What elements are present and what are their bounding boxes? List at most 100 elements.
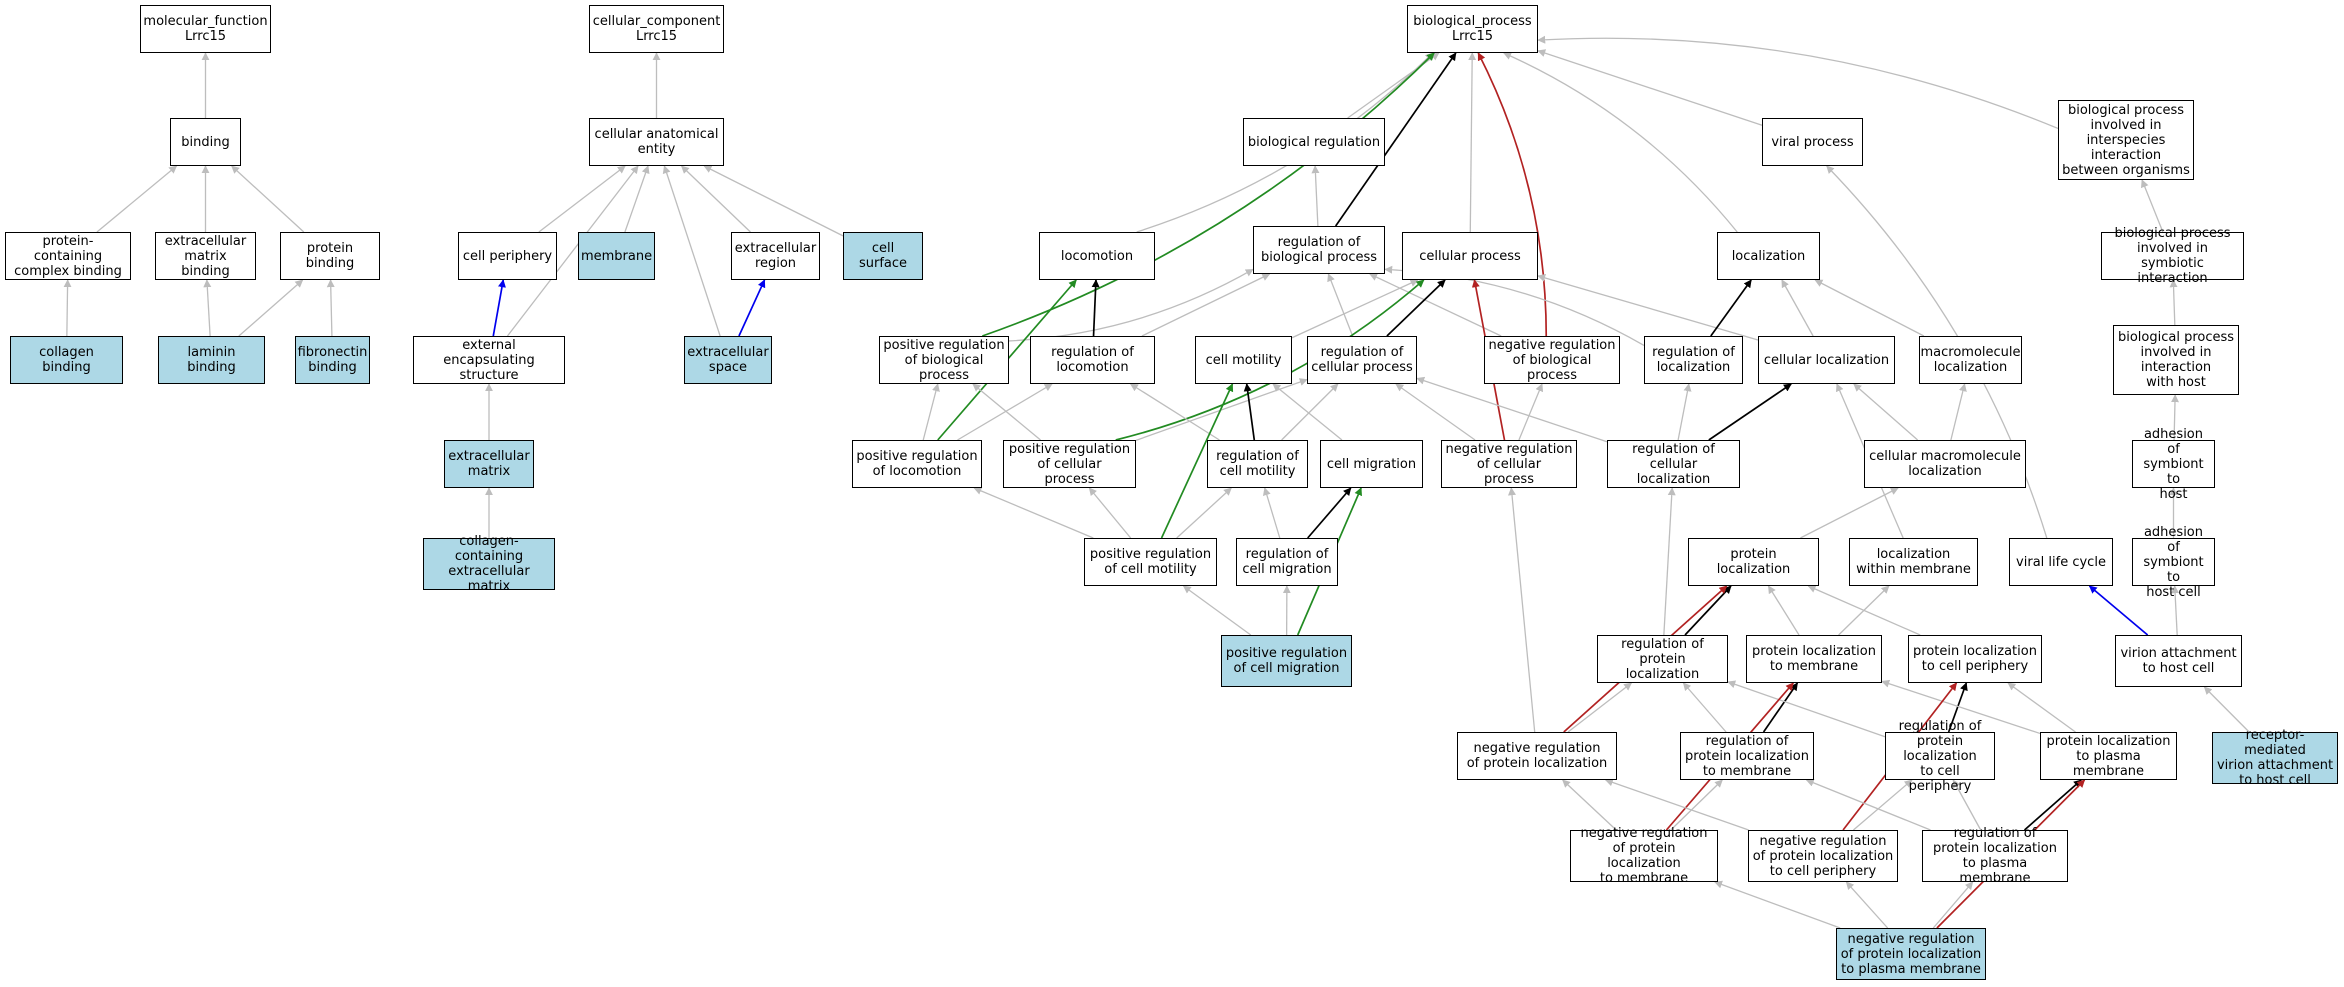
- go-term-rloco[interactable]: regulation of locomotion: [1030, 336, 1155, 384]
- go-term-mmloc[interactable]: macromolecule localization: [1919, 336, 2022, 384]
- go-term-fb[interactable]: fibronectin binding: [295, 336, 370, 384]
- edge-is-a: [1129, 383, 1220, 441]
- go-term-rloc[interactable]: regulation of localization: [1644, 336, 1743, 384]
- edge-is-a: [1805, 778, 1931, 831]
- go-term-cmig[interactable]: cell migration: [1320, 440, 1423, 488]
- edge-part-of: [492, 279, 506, 337]
- edge-is-a: [1881, 679, 2041, 735]
- edge-is-a: [1369, 273, 1502, 337]
- go-term-nrpltcp[interactable]: negative regulation of protein localizat…: [1748, 830, 1898, 882]
- go-term-bpih[interactable]: biological process involved in interacti…: [2113, 325, 2239, 395]
- go-term-vlc[interactable]: viral life cycle: [2009, 538, 2113, 586]
- go-term-vp[interactable]: viral process: [1762, 118, 1863, 166]
- go-term-prbp[interactable]: positive regulation of biological proces…: [879, 336, 1009, 384]
- edge-is-a: [231, 165, 305, 233]
- go-term-ecm[interactable]: extracellular matrix: [444, 440, 534, 488]
- go-term-prloco[interactable]: positive regulation of locomotion: [852, 440, 982, 488]
- edge-is-a: [1518, 383, 1544, 441]
- go-term-rbp[interactable]: regulation of biological process: [1253, 226, 1385, 274]
- go-term-rpltpm[interactable]: regulation of protein localization to pl…: [1922, 826, 2068, 886]
- edge-positively-regulates: [982, 52, 1435, 337]
- edge-is-a: [1416, 376, 1608, 443]
- edge-is-a: [2169, 279, 2178, 326]
- edge-is-a: [1088, 487, 1132, 539]
- go-term-pltpm[interactable]: protein localization to plasma membrane: [2040, 732, 2177, 780]
- edge-regulates: [1386, 279, 1446, 337]
- edge-is-a: [1311, 165, 1320, 227]
- edge-is-a: [1682, 682, 1727, 733]
- edge-is-a: [1800, 487, 1899, 539]
- go-term-pltcp[interactable]: protein localization to cell periphery: [1908, 635, 2042, 683]
- go-term-nrploc[interactable]: negative regulation of protein localizat…: [1457, 732, 1617, 780]
- go-term-pltm[interactable]: protein localization to membrane: [1746, 635, 1882, 683]
- go-term-exsp[interactable]: extracellular space: [684, 336, 772, 384]
- go-term-prcp[interactable]: positive regulation of cellular process: [1003, 440, 1136, 488]
- go-term-vahc[interactable]: virion attachment to host cell: [2115, 635, 2242, 687]
- go-term-ploc[interactable]: protein localization: [1688, 538, 1819, 586]
- go-term-rpltcp[interactable]: regulation of protein localization to ce…: [1885, 719, 1995, 794]
- go-term-loc[interactable]: localization: [1717, 232, 1820, 280]
- edge-is-a: [238, 279, 304, 337]
- go-term-cc[interactable]: cellular_component Lrrc15: [589, 5, 724, 53]
- edge-regulates: [1708, 383, 1792, 441]
- edge-is-a: [662, 165, 721, 337]
- edge-is-a: [63, 279, 72, 337]
- edge-is-a: [1781, 279, 1814, 337]
- go-term-bp[interactable]: biological_process Lrrc15: [1407, 5, 1538, 53]
- edge-is-a: [1281, 383, 1339, 441]
- edge-part-of: [2088, 585, 2149, 636]
- edge-is-a: [1135, 378, 1308, 441]
- go-term-bpii[interactable]: biological process involved in interspec…: [2058, 100, 2194, 180]
- go-term-cproc[interactable]: cellular process: [1402, 232, 1538, 280]
- edge-regulates: [1307, 487, 1352, 539]
- go-term-prcmig[interactable]: positive regulation of cell migration: [1221, 635, 1352, 687]
- edge-is-a: [1727, 680, 1886, 738]
- edge-is-a: [1291, 279, 1419, 339]
- edge-regulates: [1762, 682, 1799, 733]
- go-term-cper[interactable]: cell periphery: [458, 232, 557, 280]
- go-term-pcb[interactable]: protein-containing complex binding: [5, 232, 131, 280]
- go-term-aosh[interactable]: adhesion of symbiont to host: [2132, 427, 2215, 502]
- edge-is-a: [1176, 487, 1232, 539]
- go-term-cae[interactable]: cellular anatomical entity: [589, 118, 724, 166]
- go-term-mem[interactable]: membrane: [578, 232, 655, 280]
- edge-is-a: [1807, 585, 1921, 636]
- go-term-lwm[interactable]: localization within membrane: [1849, 538, 1978, 586]
- go-term-cloc[interactable]: cellular localization: [1758, 336, 1895, 384]
- go-term-rcloc[interactable]: regulation of cellular localization: [1607, 440, 1740, 488]
- go-term-bpsi[interactable]: biological process involved in symbiotic…: [2101, 226, 2244, 286]
- go-term-nrcp[interactable]: negative regulation of cellular process: [1441, 440, 1577, 488]
- go-term-rcm[interactable]: regulation of cell motility: [1207, 440, 1308, 488]
- go-term-binding[interactable]: binding: [170, 118, 241, 166]
- go-term-csurf[interactable]: cell surface: [843, 232, 923, 280]
- go-term-rcmig[interactable]: regulation of cell migration: [1236, 538, 1338, 586]
- go-term-ees[interactable]: external encapsulating structure: [413, 336, 565, 384]
- go-term-prcm[interactable]: positive regulation of cell motility: [1084, 538, 1217, 586]
- go-term-rcp[interactable]: regulation of cellular process: [1307, 336, 1417, 384]
- edge-is-a: [1950, 383, 1967, 441]
- go-term-nrpltm[interactable]: negative regulation of protein localizat…: [1570, 826, 1718, 886]
- go-term-cmmloc[interactable]: cellular macromolecule localization: [1864, 440, 2026, 488]
- go-term-loco[interactable]: locomotion: [1039, 232, 1155, 280]
- edge-is-a: [1468, 52, 1477, 233]
- edge-is-a: [326, 279, 335, 337]
- go-term-cmot[interactable]: cell motility: [1195, 336, 1292, 384]
- go-term-cecm[interactable]: collagen-containing extracellular matrix: [423, 534, 555, 594]
- go-term-pb[interactable]: protein binding: [280, 232, 380, 280]
- go-term-breg[interactable]: biological regulation: [1243, 118, 1385, 166]
- go-term-exreg[interactable]: extracellular region: [731, 232, 820, 280]
- go-term-nrbp[interactable]: negative regulation of biological proces…: [1484, 336, 1620, 384]
- go-term-rpltm[interactable]: regulation of protein localization to me…: [1680, 732, 1814, 780]
- edge-is-a: [2170, 394, 2179, 441]
- go-term-aoshc[interactable]: adhesion of symbiont to host cell: [2132, 525, 2215, 600]
- go-term-emb[interactable]: extracellular matrix binding: [155, 232, 256, 280]
- edge-is-a: [506, 165, 639, 337]
- go-term-lb[interactable]: laminin binding: [158, 336, 265, 384]
- go-term-rploc[interactable]: regulation of protein localization: [1597, 635, 1728, 683]
- go-term-cb[interactable]: collagen binding: [10, 336, 123, 384]
- go-term-mf[interactable]: molecular_function Lrrc15: [140, 5, 271, 53]
- go-term-rmvahc[interactable]: receptor-mediated virion attachment to h…: [2212, 728, 2338, 788]
- go-term-nrpltpm[interactable]: negative regulation of protein localizat…: [1836, 928, 1986, 980]
- edge-is-a: [680, 165, 751, 233]
